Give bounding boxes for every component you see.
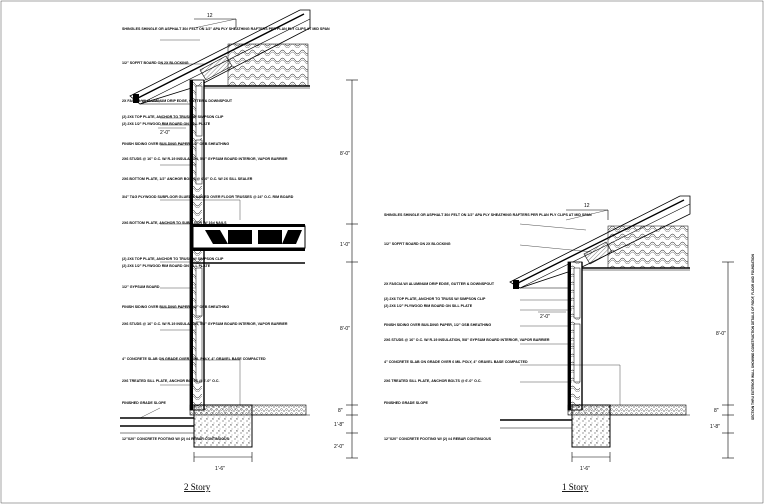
note-1-fascia: 2X FASCIA W/ ALUMINUM DRIP EDGE, GUTTER … <box>384 282 495 286</box>
top-plate-block-2 <box>199 55 233 81</box>
dim-2-overhang: 2'-0" <box>160 130 170 136</box>
note-1-sill-plate: 2X6 TREATED SILL PLATE, ANCHOR BOLTS @ 6… <box>384 379 482 383</box>
foundation-2: 1'-6" <box>120 404 310 472</box>
notes-2: SHINGLES SHINGLE OR ASPHALT 30# FELT ON … <box>122 27 330 441</box>
roof-assembly-2: 12 <box>129 9 311 105</box>
note-1-slab: 4" CONCRETE SLAB ON GRADE OVER 6 MIL POL… <box>384 360 528 364</box>
note-1-studs: 2X6 STUDS @ 16" O.C. W/ R-19 INSULATION,… <box>384 338 550 342</box>
floor-truss-2 <box>192 224 306 264</box>
note-2-siding-upper: FINISH SIDING OVER BUILDING PAPER, 1/2" … <box>122 142 229 146</box>
side-note: SECTION THRU EXTERIOR WALL SHOWING CONST… <box>751 254 755 420</box>
dim-1-slab: 8" <box>714 408 719 414</box>
note-2-siding-lower: FINISH SIDING OVER BUILDING PAPER, 1/2" … <box>122 305 229 309</box>
note-2-fascia: 2X FASCIA W/ ALUMINUM DRIP EDGE, GUTTER … <box>122 99 233 103</box>
note-1-roofing: SHINGLES SHINGLE OR ASPHALT 30# FELT ON … <box>384 213 592 217</box>
exterior-wall-1 <box>567 261 583 411</box>
leaders-2 <box>136 39 241 419</box>
note-2-roofing: SHINGLES SHINGLE OR ASPHALT 30# FELT ON … <box>122 27 330 31</box>
two-story-section: 12 <box>120 9 358 492</box>
dim-2-floor-depth: 1'-0" <box>340 242 350 248</box>
one-story-section: 12 1'-6" <box>384 195 734 492</box>
note-2-grade: FINISHED GRADE SLOPE <box>122 401 167 405</box>
note-2-studs-upper: 2X6 STUDS @ 16" O.C. W/ R-19 INSULATION,… <box>122 157 288 161</box>
top-plate-block-1 <box>583 241 613 265</box>
note-2-bottom-plate-floor: 2X6 BOTTOM PLATE, ANCHOR TO SUBFLOOR W/ … <box>122 221 227 225</box>
note-2-soffit: 1/2" SOFFIT BOARD ON 2X BLOCKING <box>122 61 189 65</box>
title-1-story: 1 Story <box>562 482 589 492</box>
dim-2-footing: 2'-0" <box>334 444 344 450</box>
slope-label-2: 12 <box>207 13 213 19</box>
roof-insulation-2 <box>227 43 309 87</box>
fascia-1 <box>513 280 519 289</box>
note-1-rim-board: (2) 2X6 1/2" PLYWOOD RIM BOARD ON SILL P… <box>384 304 473 308</box>
note-2-top-plate: (2) 2X6 TOP PLATE, ANCHOR TO TRUSS W/ SI… <box>122 115 224 119</box>
note-2-subfloor: 3/4" T&G PLYWOOD SUBFLOOR GLUED & NAILED… <box>122 195 294 199</box>
title-2-story: 2 Story <box>184 482 211 492</box>
note-2-sill-plate: 2X6 TREATED SILL PLATE, ANCHOR BOLTS @ 6… <box>122 379 220 383</box>
fascia-2 <box>133 94 139 103</box>
dim-1-stem: 1'-8" <box>710 424 720 430</box>
note-1-soffit: 1/2" SOFFIT BOARD ON 2X BLOCKING <box>384 242 451 246</box>
note-1-siding: FINISH SIDING OVER BUILDING PAPER, 1/2" … <box>384 323 491 327</box>
dim-2-lower-wall: 8'-0" <box>340 326 350 332</box>
dimensions-1: 8'-0" 8" 1'-8" 2'-0" <box>538 261 734 459</box>
note-1-footing: 12"X20" CONCRETE FOOTING W/ (2) #4 REBAR… <box>384 437 492 441</box>
footing-width-dim-2: 1'-6" <box>215 466 225 472</box>
note-2-gypsum: 1/2" GYPSUM BOARD <box>122 285 160 289</box>
note-2-footing: 12"X20" CONCRETE FOOTING W/ (2) #4 REBAR… <box>122 437 230 441</box>
notes-1: SHINGLES SHINGLE OR ASPHALT 30# FELT ON … <box>384 213 592 441</box>
dim-2-stem: 1'-8" <box>334 422 344 428</box>
dim-1-wall: 8'-0" <box>716 331 726 337</box>
note-2-studs-lower: 2X6 STUDS @ 16" O.C. W/ R-19 INSULATION,… <box>122 322 288 326</box>
roof-assembly-1: 12 <box>509 195 691 289</box>
note-2-slab: 4" CONCRETE SLAB ON GRADE OVER 6 MIL POL… <box>122 357 266 361</box>
dim-1-overhang: 2'-0" <box>540 314 550 320</box>
leaders-1 <box>518 223 621 405</box>
note-2-top-plate-lower: (2) 2X6 TOP PLATE, ANCHOR TO TRUSS W/ SI… <box>122 257 224 261</box>
slope-label-1: 12 <box>584 203 590 209</box>
dim-2-upper-wall: 8'-0" <box>340 151 350 157</box>
note-2-rim-board: (2) 2X6 1/2" PLYWOOD RIM BOARD ON SILL P… <box>122 122 211 126</box>
footing-width-dim-1: 1'-6" <box>580 466 590 472</box>
note-2-rim-board-lower: (2) 2X6 1/2" PLYWOOD RIM BOARD ON SILL P… <box>122 264 211 268</box>
dimensions-2: 8'-0" 1'-0" 8'-0" 8" 1'-8" 2'-0" 2'-0" <box>158 79 358 459</box>
note-1-top-plate: (2) 2X6 TOP PLATE, ANCHOR TO TRUSS W/ SI… <box>384 297 486 301</box>
note-2-bottom-plate-upper: 2X6 BOTTOM PLATE, 1/2" ANCHOR BOLTS @ 6'… <box>122 177 253 181</box>
foundation-1: 1'-6" <box>500 404 690 472</box>
roof-insulation-1 <box>607 225 689 269</box>
dim-2-slab: 8" <box>338 408 343 414</box>
note-1-grade: FINISHED GRADE SLOPE <box>384 401 429 405</box>
